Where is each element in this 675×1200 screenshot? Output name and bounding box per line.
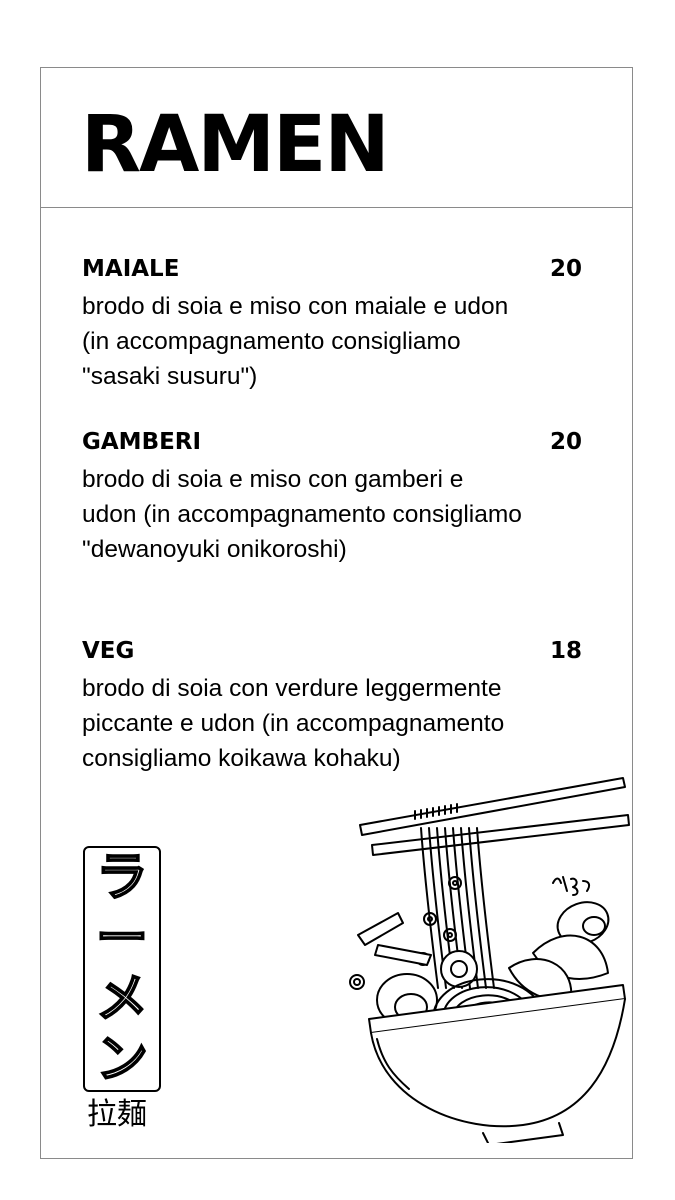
menu-item-gamberi: GAMBERI 20 brodo di soia e miso con gamb… <box>82 428 582 567</box>
katakana-char: ン <box>95 1029 149 1090</box>
katakana-char: ラ <box>95 848 149 909</box>
handwritten-mark-icon <box>552 876 591 896</box>
item-name: GAMBERI <box>82 429 202 455</box>
item-price: 20 <box>550 256 583 282</box>
item-description: brodo di soia e miso con gamberi e udon … <box>82 466 522 563</box>
item-price: 18 <box>550 638 583 664</box>
item-price: 20 <box>550 429 583 455</box>
bowl-icon <box>368 984 626 1143</box>
menu-item-maiale: MAIALE 20 brodo di soia e miso con maial… <box>82 255 582 394</box>
chopsticks-icon <box>359 777 630 856</box>
menu-header: RAMEN <box>41 68 632 208</box>
menu-title: RAMEN <box>81 100 390 190</box>
naruto-icon <box>440 950 478 988</box>
item-name: VEG <box>82 638 135 664</box>
nori-icon <box>357 912 404 946</box>
katakana-char: メ <box>95 969 149 1030</box>
menu-item-veg: VEG 18 brodo di soia con verdure leggerm… <box>82 637 582 776</box>
ramen-bowl-chopsticks-illustration <box>349 777 630 1143</box>
kanji-label: 拉麺 <box>87 1097 147 1132</box>
menu-card: RAMEN MAIALE 20 brodo di soia e miso con… <box>40 67 633 1159</box>
katakana-char: ー <box>95 908 149 969</box>
item-name: MAIALE <box>82 256 180 282</box>
item-description: brodo di soia con verdure leggermente pi… <box>82 675 505 772</box>
item-description: brodo di soia e miso con maiale e udon (… <box>82 293 509 390</box>
katakana-label: ラ ー メ ン <box>83 846 161 1092</box>
